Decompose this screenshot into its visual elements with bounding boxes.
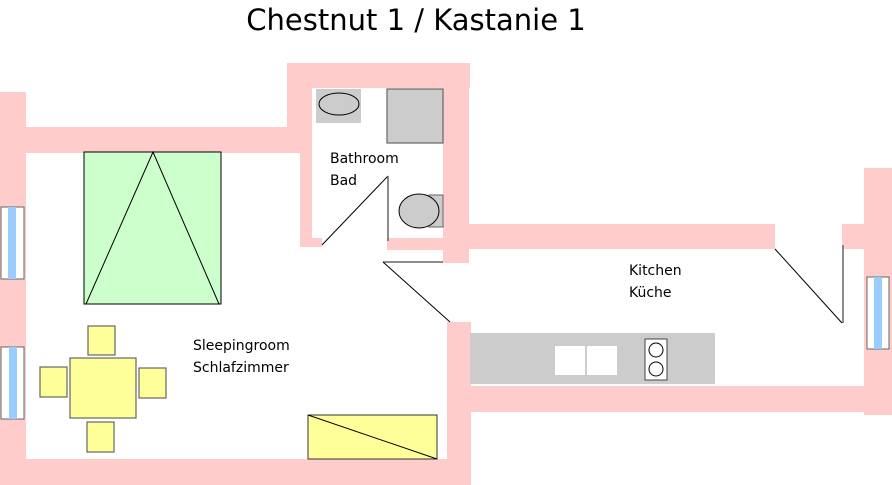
windows [0, 206, 890, 420]
walls [0, 63, 892, 485]
door-kitchen[interactable] [774, 245, 844, 324]
wall-sleeping-right [447, 322, 471, 485]
kitchen-sink-left [555, 346, 585, 375]
kitchen-label-de: Küche [629, 285, 672, 301]
kitchen-counter [470, 333, 715, 384]
chair-left [39, 366, 68, 398]
kitchen-sink-right [587, 346, 617, 375]
wall-bath-left-lower [300, 153, 312, 247]
window-left-1 [0, 206, 25, 280]
toilet [398, 193, 444, 229]
wall-bath-top [287, 63, 470, 88]
table [69, 357, 137, 419]
door-bathroom[interactable] [321, 175, 389, 246]
wall-kitchen-top-right [842, 224, 866, 249]
desk [307, 414, 438, 460]
chair-bottom [86, 421, 115, 453]
wall-kitchen-bottom [447, 386, 892, 412]
sink [316, 89, 361, 123]
wall-top-sleeping [0, 127, 312, 153]
doors [321, 175, 844, 324]
bathroom-label-de: Bad [330, 173, 357, 189]
window-left-2 [0, 346, 25, 420]
chair-right [138, 367, 167, 399]
wall-bath-bottom [387, 238, 443, 250]
bed [83, 150, 222, 305]
bathroom-label-en: Bathroom [330, 151, 399, 167]
stove [644, 338, 668, 381]
sleeping-label-de: Schlafzimmer [193, 360, 289, 376]
kitchen-label-en: Kitchen [629, 263, 682, 279]
wall-bottom-sleeping [0, 459, 471, 485]
chair-top [87, 325, 116, 356]
wall-kitchen-top [443, 224, 775, 249]
shower [386, 88, 444, 144]
dining-table [39, 325, 167, 453]
window-right [866, 276, 890, 350]
bathroom-fixtures [316, 88, 444, 229]
wall-bath-sill [300, 238, 322, 247]
plan-title: Chestnut 1 / Kastanie 1 [246, 3, 585, 37]
sleeping-label-en: Sleepingroom [193, 338, 290, 354]
door-sleeping-kitchen[interactable] [382, 261, 451, 323]
